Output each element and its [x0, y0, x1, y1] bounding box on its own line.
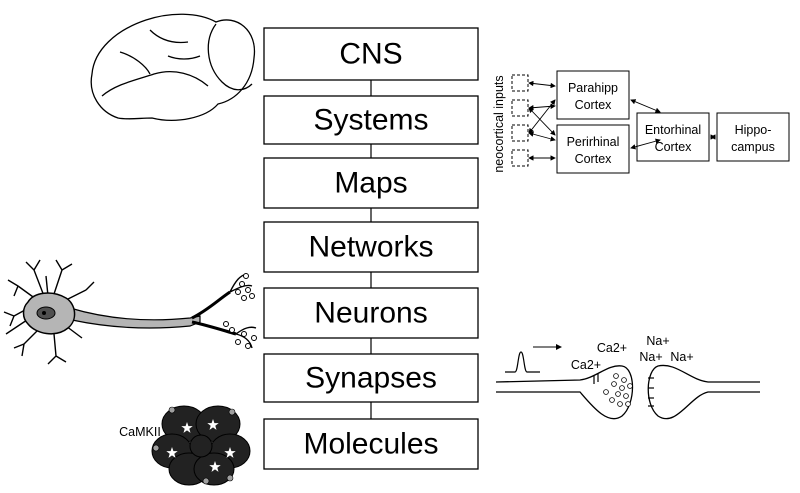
camkii-label: CaMKII: [119, 425, 161, 439]
level-label: Systems: [313, 104, 428, 137]
input-arrow: [528, 131, 556, 142]
na-label-1: Na+: [646, 334, 669, 348]
entorhinal-label-2: Cortex: [655, 140, 693, 154]
level-networks: Networks: [263, 221, 479, 273]
level-box: [263, 221, 479, 273]
level-molecules: Molecules: [263, 418, 479, 470]
neocortical-input-box: [511, 74, 529, 92]
perirhinal-label-1: Perirhinal: [567, 135, 620, 149]
action-potential-trace: [505, 351, 540, 373]
camkii-stars: [166, 419, 236, 472]
presynaptic-terminal: [495, 365, 634, 420]
brain-illustration: [90, 13, 256, 121]
level-systems: Systems: [263, 95, 479, 145]
level-neurons: Neurons: [263, 287, 479, 339]
level-label: Networks: [308, 231, 433, 264]
hippocampus-box: [716, 112, 790, 162]
postsynaptic-spine: [647, 364, 760, 420]
entorhinal-cortex: Entorhinal Cortex: [636, 112, 710, 162]
neocortical-input-box: [511, 124, 529, 142]
parahipp-label-1: Parahipp: [568, 81, 618, 95]
na-label-3: Na+: [670, 350, 693, 364]
systems-diagram: neocortical inputs Parahipp Cortex Perir…: [492, 70, 790, 174]
terminal-bouton: [229, 327, 235, 333]
terminal-bouton: [245, 343, 251, 349]
level-stack: CNS Systems Maps Networks Neurons Synaps…: [263, 27, 479, 470]
nucleolus: [42, 311, 46, 315]
parahipp-label-2: Cortex: [575, 98, 613, 112]
level-box: [263, 157, 479, 209]
entorhinal-box: [636, 112, 710, 162]
hippocampus: Hippo- campus: [716, 112, 790, 162]
perirhinal-box: [556, 124, 630, 174]
neocortical-inputs-label: neocortical inputs: [492, 75, 506, 172]
neocortical-input-box: [511, 149, 529, 167]
input-arrow: [528, 80, 556, 89]
camkii-phospho-sites: [152, 406, 236, 485]
terminal-bouton: [245, 287, 251, 293]
level-label: Neurons: [314, 297, 427, 330]
parahipp-entorhinal-arrow: [630, 99, 661, 113]
synapse-diagram: Ca2+ Ca2+ Na+ Na+ Na+: [495, 334, 760, 420]
neocortical-input-box: [511, 99, 529, 117]
na-label-2: Na+: [639, 350, 662, 364]
hippocampus-label-2: campus: [731, 140, 775, 154]
level-maps: Maps: [263, 157, 479, 209]
parahipp-cortex: Parahipp Cortex: [556, 70, 630, 120]
level-label: Molecules: [303, 428, 438, 461]
perirhinal-cortex: Perirhinal Cortex: [556, 124, 630, 174]
level-cns: CNS: [263, 27, 479, 81]
level-box: [263, 27, 479, 81]
level-label: CNS: [339, 38, 402, 71]
input-arrow: [528, 107, 556, 136]
level-box: [263, 95, 479, 145]
terminal-bouton: [235, 339, 241, 345]
ion-channels: [593, 374, 654, 407]
synaptic-vesicles: [603, 373, 633, 407]
entorhinal-label-1: Entorhinal: [645, 123, 701, 137]
level-synapses: Synapses: [263, 353, 479, 403]
terminal-bouton: [239, 281, 245, 287]
terminal-bouton: [251, 335, 257, 341]
terminal-bouton: [249, 293, 255, 299]
perirhinal-entorhinal-arrow: [630, 138, 661, 150]
terminal-bouton: [241, 295, 247, 301]
level-box: [263, 353, 479, 403]
terminal-bouton: [243, 273, 249, 279]
parahipp-box: [556, 70, 630, 120]
ca-label-lower: Ca2+: [571, 358, 601, 372]
input-arrow: [528, 99, 556, 134]
ca-label-upper: Ca2+: [597, 341, 627, 355]
terminal-bouton: [241, 331, 247, 337]
level-label: Maps: [334, 167, 407, 200]
neuron-illustration: [3, 259, 257, 365]
level-box: [263, 418, 479, 470]
camkii-illustration: CaMKII: [119, 405, 251, 486]
hippocampus-label-1: Hippo-: [735, 123, 772, 137]
terminal-bouton: [223, 321, 229, 327]
camkii-hub: [189, 434, 213, 458]
input-arrow: [528, 103, 556, 111]
level-box: [263, 287, 479, 339]
terminal-bouton: [235, 289, 241, 295]
perirhinal-label-2: Cortex: [575, 152, 613, 166]
level-label: Synapses: [305, 362, 437, 395]
